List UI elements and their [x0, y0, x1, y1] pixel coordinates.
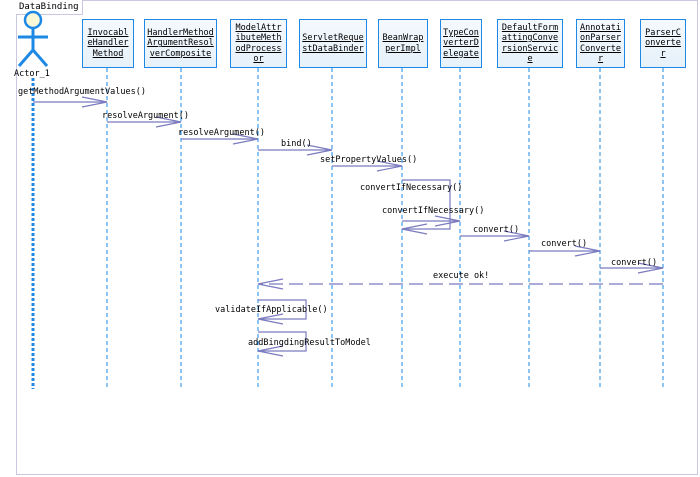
- lifeline-label: ParserConverter: [645, 27, 681, 59]
- lifeline-label: TypeConverterDelegate: [443, 27, 479, 59]
- arrowhead-icon[interactable]: [232, 133, 259, 145]
- arrowhead-icon[interactable]: [155, 116, 182, 128]
- message-label: convert(): [541, 239, 588, 249]
- lifeline-label: InvocableHandlerMethod: [87, 27, 129, 59]
- arrowhead-icon[interactable]: [401, 223, 428, 235]
- message-label: setPropertyValues(): [320, 155, 418, 165]
- lifeline-box-modelattr[interactable]: ModelAttributeMethodProcessor: [230, 19, 287, 68]
- lifeline-label: ServletRequestDataBinder: [302, 33, 364, 54]
- message-label: convert(): [611, 258, 658, 268]
- arrowhead-icon[interactable]: [257, 313, 284, 325]
- arrowhead-icon[interactable]: [257, 345, 284, 357]
- self-message-arrow[interactable]: [258, 299, 307, 320]
- arrowhead-icon[interactable]: [81, 96, 108, 108]
- message-label: convertIfNecessary(): [382, 206, 485, 216]
- lifeline-label: AnnotationParserConverter: [580, 22, 621, 65]
- message-label: resolveArgument(): [102, 111, 189, 121]
- actor-label: Actor_1: [14, 69, 50, 79]
- lifeline-box-invocable[interactable]: InvocableHandlerMethod: [82, 19, 134, 68]
- arrowhead-icon[interactable]: [574, 245, 601, 257]
- message-label: convertIfNecessary(): [360, 183, 463, 193]
- arrowhead-icon[interactable]: [503, 230, 530, 242]
- self-message-arrow[interactable]: [258, 331, 307, 352]
- lifeline-box-parser[interactable]: ParserConverter: [640, 19, 686, 68]
- lifeline-box-annot[interactable]: AnnotationParserConverter: [576, 19, 625, 68]
- message-label: bind(): [281, 139, 312, 149]
- lifeline-box-binder[interactable]: ServletRequestDataBinder: [299, 19, 367, 68]
- arrowhead-icon[interactable]: [434, 215, 461, 227]
- lifeline-box-typeconv[interactable]: TypeConverterDelegate: [440, 19, 482, 68]
- lifeline-box-composite[interactable]: HandlerMethodArgumentResolverComposite: [144, 19, 217, 68]
- self-message-arrow[interactable]: [402, 179, 451, 230]
- actor-icon[interactable]: [17, 10, 49, 67]
- message-label: addBingdingResultToModel: [248, 338, 371, 348]
- arrowhead-icon[interactable]: [306, 144, 333, 156]
- message-label: resolveArgument(): [178, 128, 265, 138]
- lifeline-box-convsvc[interactable]: DefaultFormattingConversionService: [497, 19, 563, 68]
- message-label: validateIfApplicable(): [215, 305, 328, 315]
- lifeline-label: DefaultFormattingConversionService: [501, 22, 559, 65]
- diagram-frame: [16, 0, 698, 475]
- lifeline-label: HandlerMethodArgumentResolverComposite: [147, 27, 214, 59]
- lifeline-box-beanwrap[interactable]: BeanWrapperImpl: [378, 19, 428, 68]
- message-label: execute ok!: [433, 271, 490, 281]
- arrowhead-icon[interactable]: [257, 278, 284, 290]
- lifeline-label: ModelAttributeMethodProcessor: [235, 22, 282, 65]
- arrowhead-icon[interactable]: [376, 160, 403, 172]
- lifeline-label: BeanWrapperImpl: [382, 33, 424, 54]
- message-label: getMethodArgumentValues(): [18, 87, 146, 97]
- message-label: convert(): [473, 225, 520, 235]
- arrowhead-icon[interactable]: [637, 262, 664, 274]
